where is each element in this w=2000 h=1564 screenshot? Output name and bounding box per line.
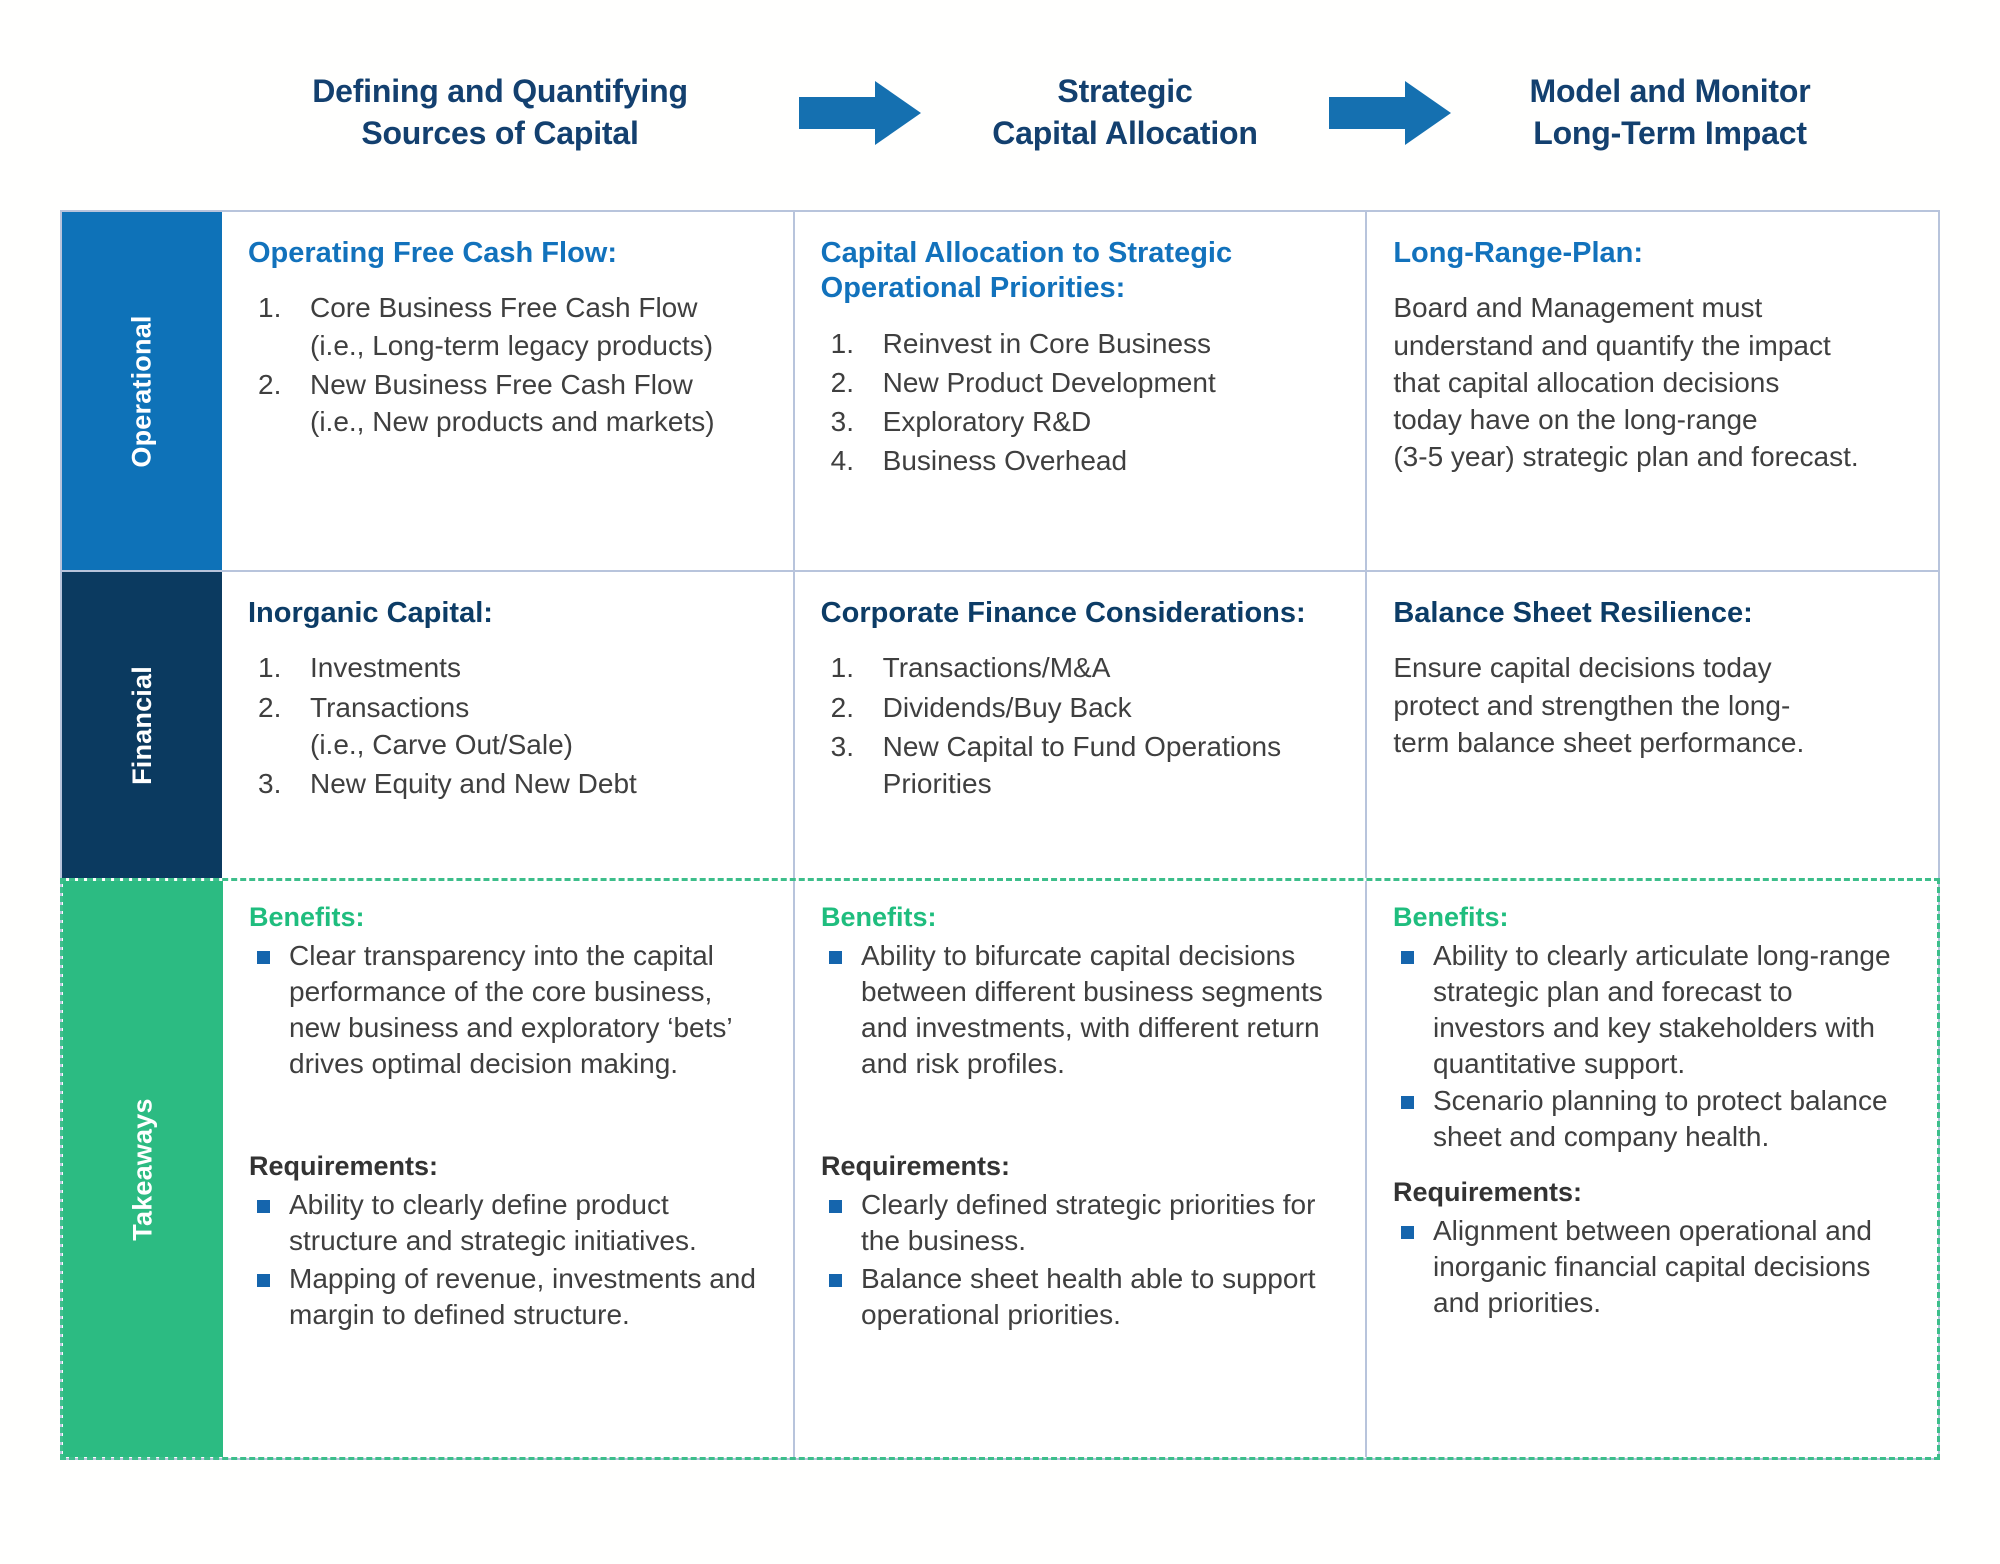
- list-item: Clearly defined strategic priorities for…: [821, 1187, 1339, 1259]
- row-takeaways: Takeaways Benefits: Clear transparency i…: [60, 878, 1940, 1460]
- cell-financial-impact: Balance Sheet Resilience: Ensure capital…: [1365, 572, 1939, 878]
- cell-heading: Long-Range-Plan:: [1393, 237, 1644, 269]
- list-item: New Capital to Fund Operations Prioritie…: [831, 728, 1282, 800]
- list-item: Business Overhead: [831, 442, 1128, 479]
- list-item: Transactions (i.e., Carve Out/Sale): [258, 689, 573, 760]
- requirements-list: Ability to clearly define product struct…: [249, 1187, 767, 1332]
- spacer: [821, 1088, 1339, 1150]
- arrow-2-wrap: [1310, 81, 1470, 145]
- cell-takeaways-allocation: Benefits: Ability to bifurcate capital d…: [793, 881, 1365, 1457]
- benefits-list: Ability to bifurcate capital decisions b…: [821, 938, 1339, 1082]
- cell-takeaways-impact: Benefits: Ability to clearly articulate …: [1365, 881, 1937, 1457]
- cell-operational-sources: Operating Free Cash Flow: Core Business …: [222, 212, 793, 570]
- row-label-takeaways-text: Takeaways: [127, 1097, 158, 1241]
- cell-takeaways-sources: Benefits: Clear transparency into the ca…: [223, 881, 793, 1457]
- arrow-right-icon: [799, 81, 921, 145]
- list-item: Reinvest in Core Business: [831, 325, 1212, 362]
- cell-financial-sources: Inorganic Capital: Investments Transacti…: [222, 572, 793, 878]
- list-item: New Business Free Cash Flow (i.e., New p…: [258, 366, 715, 438]
- requirements-heading: Requirements:: [249, 1151, 439, 1182]
- requirements-heading: Requirements:: [821, 1151, 1011, 1182]
- list-item: Core Business Free Cash Flow (i.e., Long…: [258, 289, 714, 361]
- benefits-list: Clear transparency into the capital perf…: [249, 938, 767, 1082]
- list-item: Ability to clearly articulate long-range…: [1393, 938, 1911, 1082]
- list-item: Balance sheet health able to support ope…: [821, 1261, 1339, 1333]
- list-item: Scenario planning to protect balance she…: [1393, 1083, 1911, 1155]
- cell-financial-allocation: Corporate Finance Considerations: Transa…: [792, 572, 1366, 878]
- requirements-heading: Requirements:: [1393, 1176, 1583, 1207]
- row-label-financial-text: Financial: [126, 665, 157, 785]
- spacer: [1393, 1162, 1911, 1176]
- row-financial: Financial Inorganic Capital: Investments…: [62, 570, 1939, 878]
- cell-heading: Operating Free Cash Flow:: [248, 237, 617, 269]
- cell-operational-impact: Long-Range-Plan: Board and Management mu…: [1365, 212, 1939, 570]
- list-item: Ability to bifurcate capital decisions b…: [821, 938, 1339, 1082]
- spacer: [249, 1088, 767, 1150]
- benefits-heading: Benefits:: [1393, 902, 1509, 932]
- list-item: New Equity and New Debt: [258, 765, 637, 802]
- row-label-operational: Operational: [62, 212, 222, 570]
- benefits-heading: Benefits:: [249, 902, 365, 932]
- row-label-operational-text: Operational: [126, 314, 157, 468]
- row-operational: Operational Operating Free Cash Flow: Co…: [62, 212, 1939, 570]
- arrow-right-icon: [1329, 81, 1451, 145]
- cell-heading: Capital Allocation to Strategic Operatio…: [820, 237, 1233, 305]
- row-label-financial: Financial: [62, 572, 222, 878]
- cell-paragraph: Board and Management must understand and…: [1393, 292, 1859, 473]
- cell-heading: Corporate Finance Considerations:: [820, 597, 1306, 629]
- step-title-3: Model and Monitor Long-Term Impact: [1529, 73, 1811, 151]
- step-title-2: Strategic Capital Allocation: [992, 73, 1258, 151]
- row-label-takeaways: Takeaways: [63, 881, 223, 1457]
- cell-heading: Balance Sheet Resilience:: [1393, 597, 1753, 629]
- list-item: Clear transparency into the capital perf…: [249, 938, 767, 1082]
- step-title-1: Defining and Quantifying Sources of Capi…: [312, 73, 688, 151]
- list-item: Mapping of revenue, investments and marg…: [249, 1261, 767, 1333]
- cell-paragraph: Ensure capital decisions today protect a…: [1393, 652, 1805, 758]
- list-item: New Product Development: [831, 364, 1216, 401]
- arrow-1-wrap: [780, 81, 940, 145]
- cell-heading: Inorganic Capital:: [248, 597, 493, 629]
- list-item: Exploratory R&D: [831, 403, 1092, 440]
- numbered-list: Investments Transactions (i.e., Carve Ou…: [248, 649, 767, 802]
- list-item: Alignment between operational and inorga…: [1393, 1213, 1911, 1321]
- list-item: Investments: [258, 649, 461, 686]
- cell-operational-allocation: Capital Allocation to Strategic Operatio…: [792, 212, 1366, 570]
- list-item: Ability to clearly define product struct…: [249, 1187, 767, 1259]
- process-header: Defining and Quantifying Sources of Capi…: [60, 58, 1940, 168]
- numbered-list: Core Business Free Cash Flow (i.e., Long…: [248, 289, 767, 440]
- benefits-list: Ability to clearly articulate long-range…: [1393, 938, 1911, 1156]
- capital-allocation-matrix: Operational Operating Free Cash Flow: Co…: [60, 210, 1940, 1460]
- requirements-list: Alignment between operational and inorga…: [1393, 1213, 1911, 1321]
- numbered-list: Transactions/M&A Dividends/Buy Back New …: [821, 649, 1340, 802]
- numbered-list: Reinvest in Core Business New Product De…: [821, 325, 1340, 480]
- list-item: Transactions/M&A: [831, 649, 1111, 686]
- list-item: Dividends/Buy Back: [831, 689, 1132, 726]
- requirements-list: Clearly defined strategic priorities for…: [821, 1187, 1339, 1332]
- benefits-heading: Benefits:: [821, 902, 937, 932]
